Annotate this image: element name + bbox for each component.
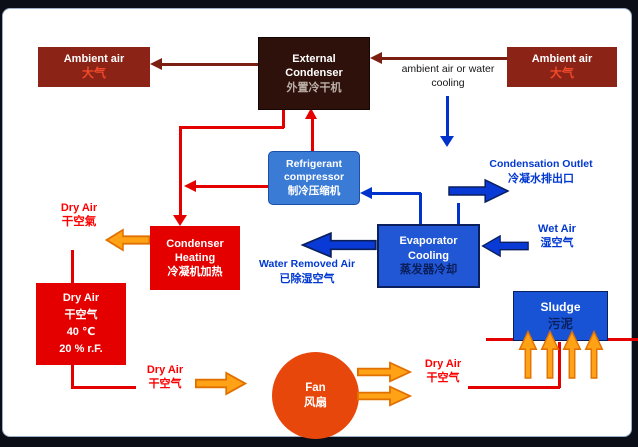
node-fan: Fan 风扇 — [272, 352, 359, 439]
dry-air-into-fan-arrow-icon — [195, 371, 248, 396]
dry-air-state-zh: 干空气 — [64, 308, 98, 321]
fan-output-arrow-top-icon — [357, 361, 413, 383]
arrow-into-compressor-head — [360, 187, 372, 199]
dry-air-state-humidity: 20 % r.F. — [59, 343, 103, 356]
water-removed-air-arrow-icon — [300, 231, 377, 259]
node-evaporator-cooling: Evaporator Cooling 蒸发器冷却 — [377, 224, 480, 288]
label-wet-air: Wet Air 湿空气 — [526, 222, 588, 251]
evaporator-zh: 蒸发器冷却 — [399, 263, 458, 276]
pipe-cooling-supply — [446, 96, 449, 138]
sludge-air-arrow-1-icon — [518, 329, 538, 379]
label-dry-air-out: Dry Air 干空氣 — [48, 201, 110, 230]
sludge-en: Sludge — [540, 300, 581, 315]
pipe-sludge-up — [558, 342, 561, 388]
wet-air-en: Wet Air — [538, 223, 576, 235]
ambient-air-right-zh: 大气 — [549, 66, 574, 81]
pipe-external-condenser-down — [282, 110, 285, 128]
evaporator-en: Evaporator Cooling — [399, 235, 458, 262]
ambient-air-left-zh: 大气 — [81, 66, 106, 81]
dry-air-to-sludge-zh: 干空气 — [426, 372, 460, 385]
dry-air-out-zh: 干空氣 — [61, 216, 97, 229]
dry-air-to-sludge-en: Dry Air — [424, 358, 462, 370]
external-condenser-en: External Condenser — [285, 53, 343, 80]
node-external-condenser: External Condenser 外置冷干机 — [258, 37, 370, 110]
fan-zh: 风扇 — [304, 396, 327, 409]
dry-air-out-arrow-icon — [104, 228, 150, 252]
external-condenser-zh: 外置冷干机 — [286, 81, 342, 94]
condensation-outlet-en: Condensation Outlet — [489, 158, 593, 170]
compressor-en: Refrigerant compressor — [283, 157, 345, 184]
pipe-dry-air-down-upper — [71, 250, 74, 283]
water-removed-air-en: Water Removed Air — [258, 258, 356, 270]
note-cooling-type: ambient air or water cooling — [401, 63, 495, 89]
arrow-into-condenser-heating-head — [173, 215, 187, 226]
dry-air-to-fan-zh: 干空气 — [148, 378, 182, 391]
arrow-condenser-to-ambient-line — [162, 63, 258, 66]
condensation-outlet-arrow-icon — [448, 178, 510, 204]
fan-en: Fan — [305, 381, 326, 394]
arrow-compressor-left-head — [184, 180, 196, 192]
dry-air-state-en: Dry Air — [62, 291, 100, 304]
ambient-air-right-en: Ambient air — [531, 53, 593, 66]
node-ambient-air-right: Ambient air 大气 — [507, 47, 617, 87]
water-removed-air-zh: 已除湿空气 — [279, 272, 335, 285]
label-dry-air-to-sludge: Dry Air 干空气 — [414, 357, 472, 386]
pipe-dry-air-to-fan — [71, 386, 136, 389]
arrow-ambient-to-condenser-line — [382, 57, 507, 60]
node-condenser-heating: Condenser Heating 冷凝机加热 — [150, 226, 240, 290]
arrow-compressor-to-external-condenser-head — [305, 108, 317, 119]
pipe-dry-air-down-lower — [71, 365, 74, 388]
dry-air-to-fan-en: Dry Air — [146, 364, 184, 376]
condenser-heating-zh: 冷凝机加热 — [167, 266, 223, 279]
pipe-to-condenser-heating — [179, 126, 182, 216]
pipe-fan-to-sludge — [468, 386, 560, 389]
label-condensation-outlet: Condensation Outlet 冷凝水排出口 — [482, 158, 600, 186]
sludge-air-arrow-3-icon — [562, 329, 582, 379]
wet-air-arrow-icon — [481, 234, 529, 258]
arrow-compressor-left-line — [196, 185, 268, 188]
node-dry-air-state: Dry Air 干空气 40 ℃ 20 % r.F. — [36, 283, 126, 365]
arrow-condenser-to-ambient-head — [150, 58, 162, 70]
arrow-ambient-to-condenser-head — [370, 52, 382, 64]
pipe-compressor-to-external-condenser — [311, 118, 314, 152]
pipe-evaporator-to-outlet — [457, 203, 460, 224]
wet-air-zh: 湿空气 — [540, 237, 574, 250]
arrow-cooling-supply-head — [440, 136, 454, 147]
sludge-air-arrow-2-icon — [540, 329, 560, 379]
sludge-air-arrow-4-icon — [584, 329, 604, 379]
label-dry-air-to-fan: Dry Air 干空气 — [136, 363, 194, 392]
pipe-evaporator-to-compressor — [372, 192, 421, 195]
ambient-air-left-en: Ambient air — [63, 53, 125, 66]
dry-air-out-en: Dry Air — [60, 202, 98, 214]
fan-output-arrow-bottom-icon — [357, 385, 413, 407]
sludge-zh: 污泥 — [547, 316, 573, 331]
pipe-external-condenser-across — [179, 126, 284, 129]
condenser-heating-en: Condenser Heating — [166, 237, 224, 264]
dry-air-state-temperature: 40 ℃ — [66, 326, 96, 338]
compressor-zh: 制冷压缩机 — [287, 184, 341, 197]
node-ambient-air-left: Ambient air 大气 — [38, 47, 150, 87]
condensation-outlet-zh: 冷凝水排出口 — [508, 172, 574, 185]
node-refrigerant-compressor: Refrigerant compressor 制冷压缩机 — [268, 151, 360, 205]
pipe-evaporator-up — [419, 193, 422, 224]
label-water-removed-air: Water Removed Air 已除湿空气 — [248, 258, 366, 286]
